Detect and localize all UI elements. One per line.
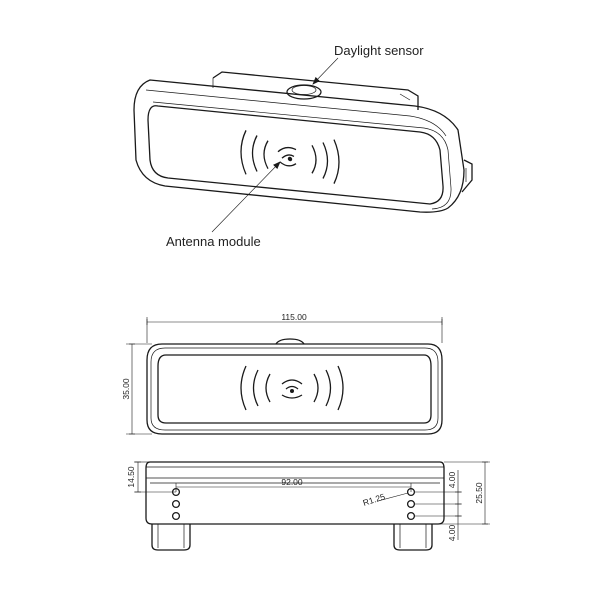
dim-total-depth: 25.50	[474, 482, 484, 504]
dim-hole-radius: R1.25	[362, 491, 387, 508]
mounting-holes-left	[171, 487, 181, 521]
dim-hole-spacing: 92.00	[281, 477, 303, 487]
dim-pitch-top: 4.00	[447, 471, 457, 488]
dim-height: 35.00	[121, 378, 131, 400]
antenna-icon-front	[240, 365, 344, 411]
front-view: 115.00 35.00	[121, 312, 443, 435]
daylight-sensor	[286, 84, 322, 100]
daylight-sensor-label: Daylight sensor	[334, 43, 424, 58]
dim-pitch-bottom: 4.00	[447, 524, 457, 541]
antenna-module-label: Antenna module	[166, 234, 261, 249]
dim-side-top: 14.50	[126, 466, 136, 488]
mounting-holes-right	[406, 487, 416, 521]
dim-width: 115.00	[281, 312, 307, 322]
perspective-view: Daylight sensor Antenna module	[133, 43, 473, 249]
bottom-view: 92.00 R1.25 14.50 4.00 4.00 25.50	[126, 461, 490, 551]
antenna-icon-perspective	[240, 130, 340, 184]
